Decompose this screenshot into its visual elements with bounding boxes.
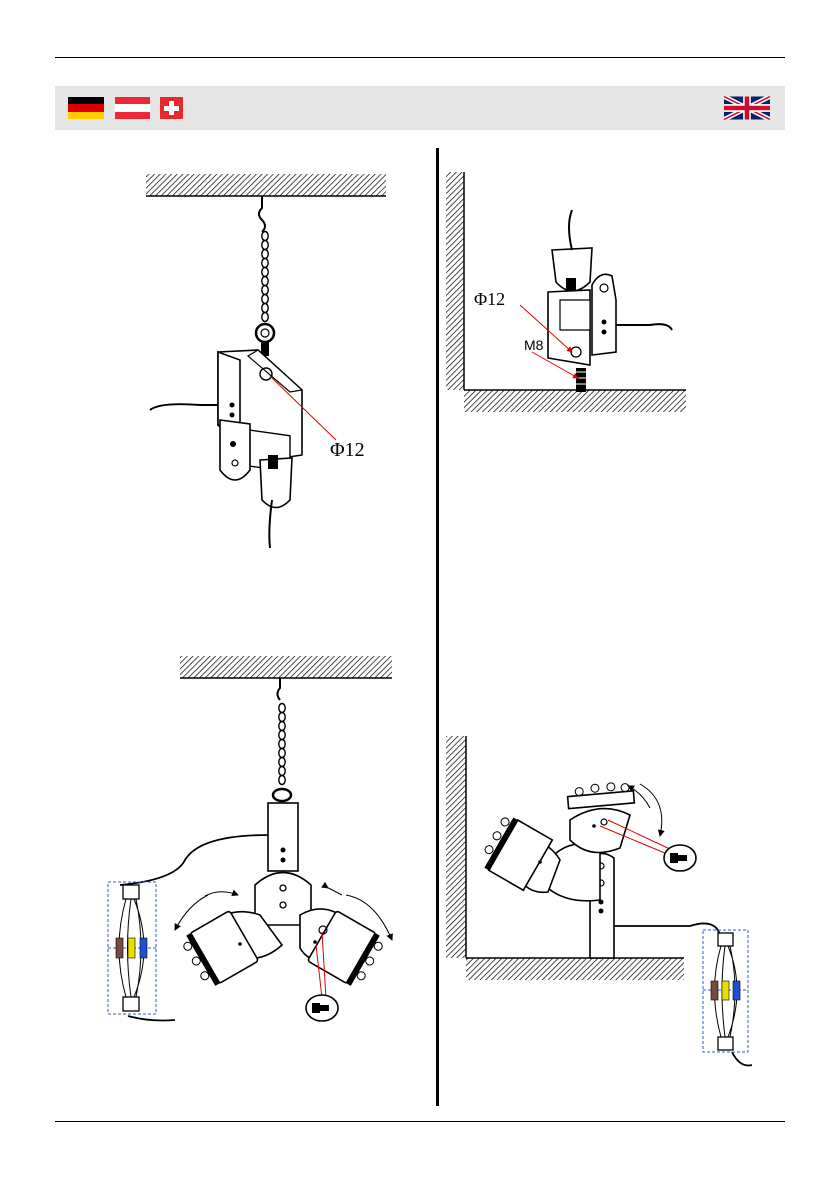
figure-wall-mount bbox=[446, 736, 752, 1065]
phi12-label: Φ12 bbox=[330, 439, 365, 461]
m8-label: M8 bbox=[524, 337, 544, 353]
figure-ceiling-hang: Φ12 bbox=[146, 174, 386, 548]
bottom-rule bbox=[55, 1121, 785, 1122]
figure-double-lamp bbox=[108, 656, 392, 1021]
figure-floor-mount: Φ12 M8 bbox=[446, 172, 686, 412]
phi12-label-floor: Φ12 bbox=[474, 289, 505, 309]
